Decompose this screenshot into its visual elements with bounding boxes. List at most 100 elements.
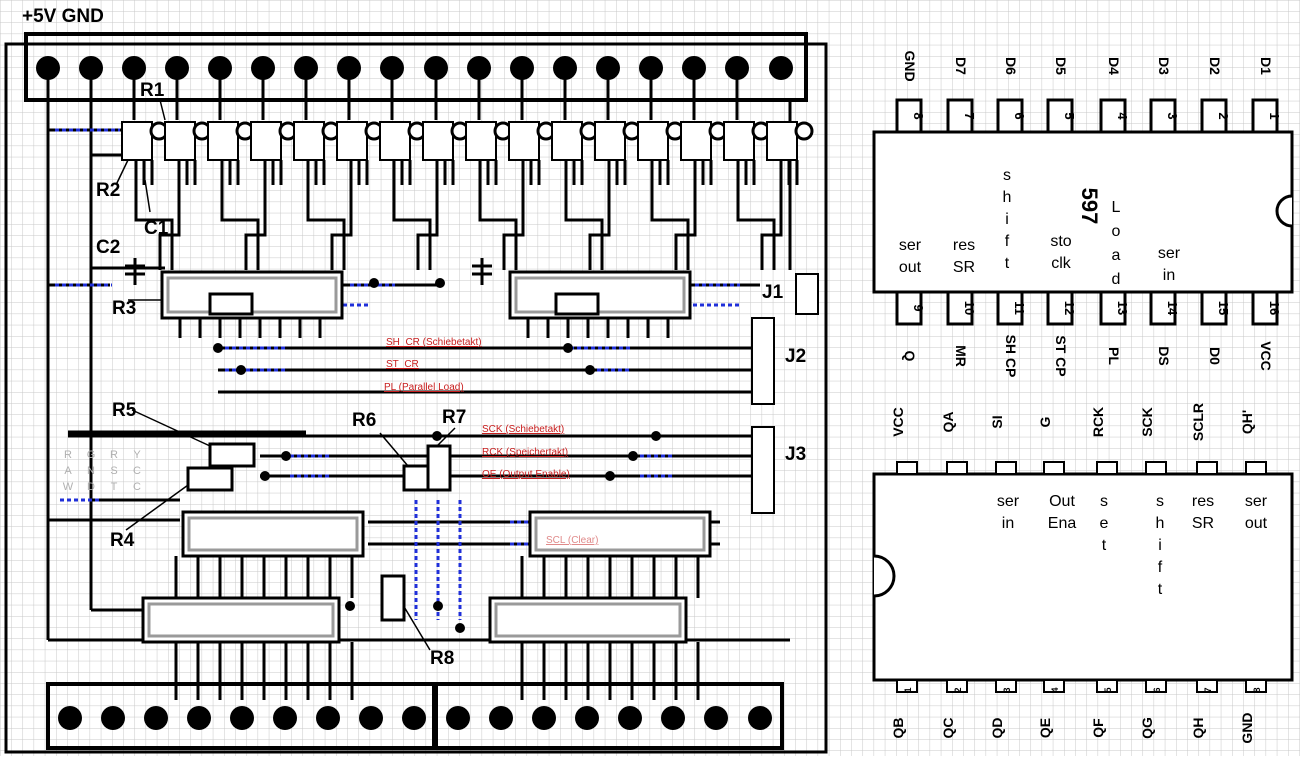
pin-name: QH' (1239, 410, 1255, 434)
shift-register-lower-left-outline (187, 516, 359, 552)
chip-note: out (899, 259, 922, 276)
label-j1: J1 (762, 282, 784, 303)
chip-note: Ena (1048, 515, 1077, 532)
terminal-pad (682, 56, 706, 80)
pin (1251, 98, 1279, 134)
pin-name: PL (1106, 347, 1122, 365)
terminal-pad (661, 706, 685, 730)
pin-name: D2 (1207, 57, 1223, 75)
pin (1251, 290, 1279, 326)
chip-note: L (1112, 199, 1121, 216)
leader-line (131, 409, 211, 447)
chip-note: sto (1050, 233, 1071, 250)
solder-dot (563, 343, 573, 353)
top-terminal-block (24, 32, 808, 102)
pin (1245, 461, 1267, 475)
pin-number: 2 (953, 687, 963, 692)
pin-name: VCC (890, 407, 906, 437)
pin (1200, 98, 1228, 134)
trace (330, 200, 353, 270)
trace (760, 200, 783, 270)
resistor-r8 (380, 574, 406, 622)
resistor-r3 (208, 292, 254, 316)
board-outline (4, 42, 828, 754)
terminal-pad (165, 56, 189, 80)
trace (736, 200, 776, 270)
solder-dot (369, 278, 379, 288)
pin-name: DS (1156, 346, 1172, 365)
label-c2: C2 (96, 237, 120, 258)
pin-name: Q (902, 351, 918, 362)
trace (478, 200, 518, 270)
resistor (422, 121, 454, 161)
solder-dots (36, 56, 793, 730)
terminal-pad (337, 56, 361, 80)
chip-note: s (1003, 167, 1011, 184)
chip-595-pinout: VCC1QBQA2QCSI3QDG4QERCK5QFSCK6QGSCLR7QHQ… (872, 403, 1294, 744)
trace (588, 200, 611, 270)
power-label: +5V GND (22, 6, 104, 27)
signal-label: RCK (Speichertakt) (482, 447, 568, 458)
chip-note: i (1005, 211, 1009, 228)
pin (896, 461, 918, 475)
chip-note: h (1156, 515, 1165, 532)
leader-line (125, 479, 196, 531)
terminal-pad (251, 56, 275, 80)
chip-note: in (1163, 267, 1175, 284)
chip-notch (1275, 194, 1293, 228)
pin (996, 98, 1024, 134)
signal-label: SH_CR (Schiebetakt) (386, 337, 482, 348)
terminal-pad (510, 56, 534, 80)
chip-note: clk (1051, 255, 1072, 272)
trace (244, 200, 267, 270)
pin-number: 9 (911, 304, 926, 311)
terminal-pad (36, 56, 60, 80)
label-r6: R6 (352, 410, 376, 431)
header-j1 (795, 273, 819, 315)
solder-dot (433, 601, 443, 611)
trace (220, 200, 260, 270)
label-r3: R3 (112, 298, 136, 319)
chip-note: h (1003, 189, 1012, 206)
pin-number: 1 (1267, 112, 1282, 119)
pin (996, 290, 1024, 326)
solder-dot (585, 365, 595, 375)
chip-note: e (1100, 515, 1109, 532)
resistor (723, 121, 755, 161)
solder-dot (628, 451, 638, 461)
pin (1046, 290, 1074, 326)
chip-notch (873, 554, 896, 598)
pin-number: 8 (911, 112, 926, 119)
chip-note: t (1102, 537, 1107, 554)
solder-dot (435, 278, 445, 288)
trace (306, 200, 346, 270)
pin (1043, 461, 1065, 475)
pin-number: 1 (903, 687, 913, 692)
pin-number: 4 (1050, 687, 1060, 692)
resistor (594, 121, 626, 161)
led-letter: W (63, 481, 74, 493)
pin-number: 5 (1103, 687, 1113, 692)
chip-note: t (1005, 255, 1010, 272)
chip-note: ser (1245, 493, 1268, 510)
pin (1046, 98, 1074, 134)
solder-dot (281, 451, 291, 461)
pin-name: D7 (953, 57, 969, 75)
terminal-pad (532, 706, 556, 730)
pin-number: 4 (1115, 112, 1130, 120)
pin (946, 98, 974, 134)
terminal-pad (618, 706, 642, 730)
resistor-r5 (208, 442, 256, 468)
signal-label: PL (Parallel Load) (384, 382, 464, 393)
chip-note: t (1158, 581, 1163, 598)
pin-number: 10 (962, 301, 977, 315)
solder-dot (432, 431, 442, 441)
pin-name: D4 (1106, 57, 1122, 75)
pin-name: QC (940, 718, 956, 739)
terminal-pad (208, 56, 232, 80)
shift-register-upper-right-outline (514, 276, 686, 314)
pin (1096, 461, 1118, 475)
pin-name: GND (1239, 712, 1255, 743)
resistor (379, 121, 411, 161)
